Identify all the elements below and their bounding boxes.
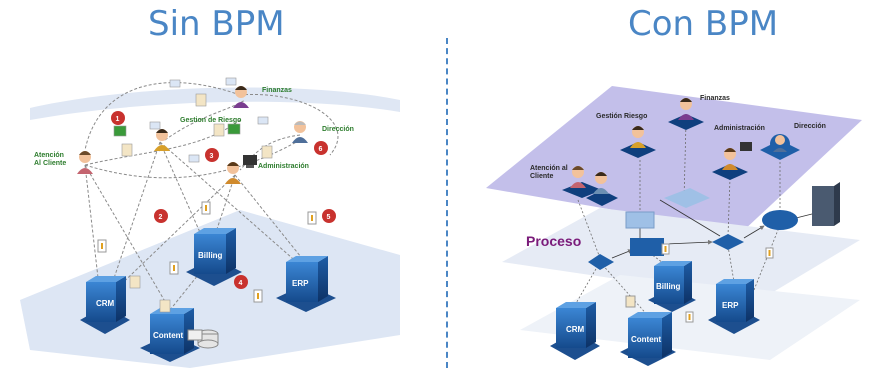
crm-label: CRM [96, 299, 115, 308]
badge-1: 1 [111, 111, 125, 125]
left-panel: CRM Content Billing ERP [8, 58, 408, 368]
finanzas-label-right: Finanzas [700, 95, 730, 102]
person-administracion [225, 155, 257, 184]
svg-text:5: 5 [327, 214, 331, 221]
person-direccion [292, 121, 308, 143]
title-con-bpm: Con BPM [628, 4, 779, 44]
billing-label-right: Billing [656, 282, 681, 291]
administracion-label: Administración [258, 163, 309, 170]
info-icons-right [625, 243, 774, 323]
documents [113, 77, 273, 313]
title-sin-bpm: Sin BPM [148, 4, 285, 44]
person-gestion-riesgo-right [630, 126, 646, 148]
tangled-connections [84, 82, 339, 311]
erp-label-right: ERP [722, 301, 739, 310]
svg-text:4: 4 [239, 280, 243, 287]
badge-4: 4 [234, 275, 248, 289]
badge-2: 2 [154, 209, 168, 223]
svg-text:2: 2 [159, 214, 163, 221]
proceso-label: Proceso [526, 233, 581, 249]
server-erp-right: ERP [708, 279, 760, 334]
process-plane [502, 208, 860, 300]
direccion-label-right: Dirección [794, 123, 826, 130]
server-billing: Billing [186, 228, 242, 286]
person-direccion-right [770, 134, 790, 154]
erp-label: ERP [292, 279, 309, 288]
person-atencion-right [570, 166, 609, 194]
server-crm-right: CRM [550, 302, 600, 360]
direccion-label: Dirección [322, 126, 354, 133]
svg-text:6: 6 [319, 146, 323, 153]
process-nodes [588, 182, 840, 270]
person-administracion-right [722, 142, 752, 170]
crm-label-right: CRM [566, 325, 585, 334]
panel-divider [446, 38, 448, 368]
svg-text:1: 1 [116, 116, 120, 123]
person-finanzas-right [678, 98, 694, 120]
content-label-right: Content [631, 335, 662, 344]
badge-3: 3 [205, 148, 219, 162]
process-flow [611, 199, 821, 259]
server-erp: ERP [276, 256, 336, 312]
gestion-riesgo-label: Gestion de Riesgo [180, 117, 241, 124]
finanzas-label: Finanzas [262, 87, 292, 94]
content-label: Content [153, 331, 184, 340]
billing-label: Billing [198, 251, 223, 260]
svg-text:3: 3 [210, 153, 214, 160]
info-icons [97, 201, 317, 303]
gestion-riesgo-label-right: Gestión Riesgo [596, 113, 647, 120]
administracion-label-right: Administración [714, 125, 765, 132]
server-crm: CRM [80, 276, 130, 334]
badge-5: 5 [322, 209, 336, 223]
person-atencion-cliente [77, 151, 93, 174]
server-billing-right: Billing [648, 261, 696, 312]
systems-plane [20, 210, 400, 368]
server-content: Content [140, 308, 219, 362]
person-finanzas [233, 86, 249, 108]
roles-plane [486, 86, 862, 232]
person-gestion-riesgo [154, 129, 170, 151]
right-panel: Proceso Finanzas Gestión Riesgo Administ… [486, 86, 862, 366]
process-connections [574, 121, 781, 319]
server-content-right: Content [620, 312, 676, 366]
badge-6: 6 [314, 141, 328, 155]
